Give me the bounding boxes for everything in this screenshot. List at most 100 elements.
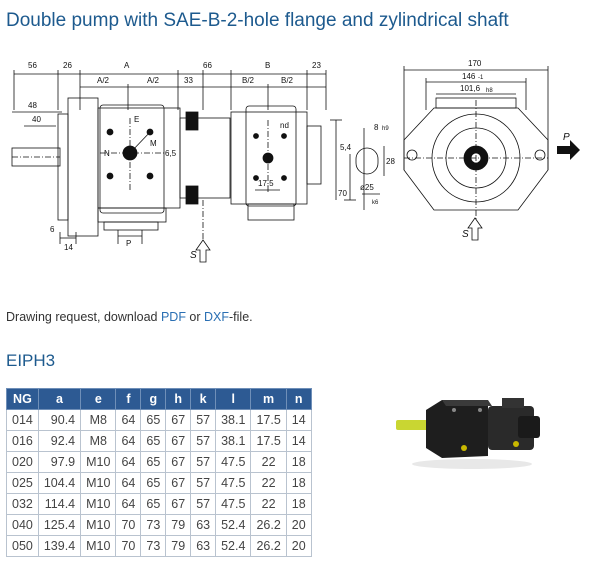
cell: 57 — [190, 451, 217, 473]
cell: 57 — [190, 493, 217, 515]
spec-table: NG a e f g h k l m n 014 90.4 M8 64 65 6… — [6, 388, 312, 557]
table-row: 050 139.4 M10 70 73 79 63 52.4 26.2 20 — [6, 535, 312, 557]
dim-k6: k6 — [372, 200, 379, 206]
pump-technical-drawing: 56 26 A A/2 A/2 33 66 B B/2 B/2 23 48 40… — [11, 59, 580, 263]
dim-170: 170 — [468, 59, 482, 68]
cell: 14 — [285, 430, 312, 452]
table-row: 025 104.4 M10 64 65 67 57 47.5 22 18 — [6, 472, 312, 494]
col-header: k — [190, 388, 217, 410]
cell: 67 — [165, 451, 192, 473]
cell: 70 — [115, 535, 142, 557]
pump-photo — [396, 398, 540, 469]
cell: 57 — [190, 409, 217, 431]
col-header: m — [250, 388, 287, 410]
cell: 050 — [6, 535, 39, 557]
cell: 64 — [115, 451, 142, 473]
dim-26: 26 — [63, 61, 72, 70]
cell: 67 — [165, 430, 192, 452]
dim-101-6: 101,6 — [460, 84, 481, 93]
table-row: 020 97.9 M10 64 65 67 57 47.5 22 18 — [6, 451, 312, 473]
table-header-row: NG a e f g h k l m n — [6, 388, 312, 410]
dim-B2-right: B/2 — [281, 76, 294, 85]
dim-A2-left: A/2 — [97, 76, 110, 85]
cell: 47.5 — [215, 493, 252, 515]
cell: 57 — [190, 472, 217, 494]
cell: 73 — [140, 514, 167, 536]
col-header: g — [140, 388, 167, 410]
col-header: n — [285, 388, 312, 410]
dim-h8: h8 — [486, 88, 493, 94]
dxf-link[interactable]: DXF — [204, 310, 230, 324]
cell: 64 — [115, 409, 142, 431]
dim-5-4: 5,4 — [340, 143, 352, 152]
dim-40: 40 — [32, 115, 41, 124]
cell: 26.2 — [250, 535, 287, 557]
pdf-link[interactable]: PDF — [160, 310, 186, 324]
dim-23: 23 — [312, 61, 321, 70]
cell: M10 — [80, 451, 117, 473]
cell: 38.1 — [215, 409, 252, 431]
dim-A2-right: A/2 — [147, 76, 160, 85]
dim-6: 6 — [50, 225, 55, 234]
cell: M10 — [80, 535, 117, 557]
cell: 65 — [140, 451, 167, 473]
request-or: or — [185, 310, 205, 324]
cell: M10 — [80, 493, 117, 515]
cell: 032 — [6, 493, 39, 515]
cell: 79 — [165, 514, 192, 536]
cell: 57 — [190, 430, 217, 452]
cell: M8 — [80, 430, 117, 452]
cell: 70 — [115, 514, 142, 536]
drawing-request: Drawing request, download PDF or DXF-fil… — [6, 310, 253, 324]
cell: 73 — [140, 535, 167, 557]
dim-56: 56 — [28, 61, 37, 70]
cell: 18 — [285, 493, 312, 515]
cell: 040 — [6, 514, 39, 536]
cell: 65 — [140, 430, 167, 452]
dim-8: 8 — [374, 123, 379, 132]
cell: 104.4 — [37, 472, 82, 494]
dim-33: 33 — [184, 76, 193, 85]
col-header: f — [115, 388, 142, 410]
dim-B: B — [265, 61, 270, 70]
cell: 125.4 — [37, 514, 82, 536]
col-header: NG — [6, 388, 39, 410]
dim-17-5: 17,5 — [258, 179, 274, 188]
cell: 97.9 — [37, 451, 82, 473]
section-heading: EIPH3 — [6, 351, 56, 370]
table-row: 032 114.4 M10 64 65 67 57 47.5 22 18 — [6, 493, 312, 515]
dim-25: ø25 — [360, 183, 374, 192]
cell: 20 — [285, 535, 312, 557]
dim-6-5: 6,5 — [165, 149, 177, 158]
label-S-right: S — [462, 229, 469, 240]
cell: M8 — [80, 409, 117, 431]
cell: 65 — [140, 493, 167, 515]
cell: 38.1 — [215, 430, 252, 452]
cell: 014 — [6, 409, 39, 431]
dim-66: 66 — [203, 61, 212, 70]
request-suffix: -file. — [229, 310, 253, 324]
col-header: l — [215, 388, 252, 410]
cell: 025 — [6, 472, 39, 494]
cell: 52.4 — [215, 514, 252, 536]
cell: 016 — [6, 430, 39, 452]
request-prefix: Drawing request, download — [6, 310, 161, 324]
cell: 114.4 — [37, 493, 82, 515]
cell: 17.5 — [250, 409, 287, 431]
table-row: 040 125.4 M10 70 73 79 63 52.4 26.2 20 — [6, 514, 312, 536]
cell: 52.4 — [215, 535, 252, 557]
dim-B2-left: B/2 — [242, 76, 255, 85]
cell: M10 — [80, 514, 117, 536]
col-header: a — [37, 388, 82, 410]
col-header: h — [165, 388, 192, 410]
table-row: 016 92.4 M8 64 65 67 57 38.1 17.5 14 — [6, 430, 312, 452]
cell: 67 — [165, 472, 192, 494]
label-P-right: P — [563, 132, 570, 143]
cell: 79 — [165, 535, 192, 557]
cell: 65 — [140, 409, 167, 431]
cell: 14 — [285, 409, 312, 431]
dim-14: 14 — [64, 243, 73, 252]
dim-P: P — [126, 239, 131, 248]
cell: 22 — [250, 493, 287, 515]
cell: 139.4 — [37, 535, 82, 557]
